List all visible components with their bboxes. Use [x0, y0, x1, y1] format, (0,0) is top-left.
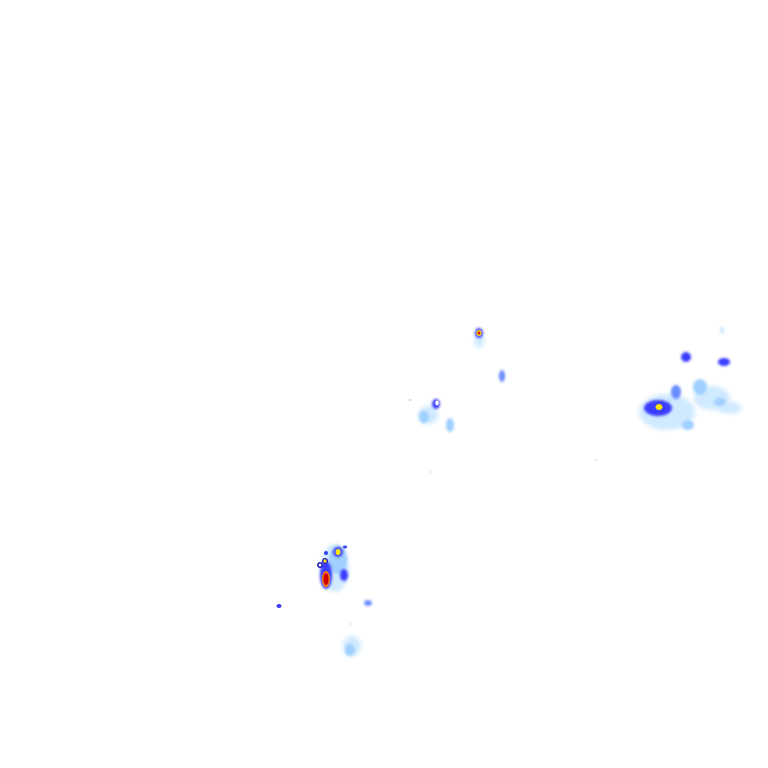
- precip-cell-small: [499, 370, 505, 382]
- precip-very-light: [718, 402, 742, 414]
- precip-moderate: [343, 545, 347, 549]
- precip-dot: [430, 471, 432, 473]
- precip-strong: [435, 400, 439, 406]
- precip-moderate: [681, 352, 691, 362]
- precip-moderate: [718, 358, 730, 366]
- precip-light: [446, 418, 454, 432]
- precip-heavy: [335, 549, 341, 555]
- precip-dot: [409, 399, 411, 401]
- precip-moderate: [324, 551, 328, 555]
- precip-dot: [350, 623, 352, 625]
- precip-light: [693, 379, 707, 395]
- precip-medium: [671, 385, 681, 399]
- precip-light: [682, 420, 694, 430]
- precip-system-east: [594, 326, 742, 462]
- precip-core: [318, 563, 322, 567]
- precip-dot: [594, 458, 598, 462]
- precip-medium: [499, 370, 505, 382]
- precip-very-heavy: [477, 331, 481, 335]
- precip-cell-center: [409, 399, 454, 473]
- precip-moderate: [276, 604, 282, 608]
- precip-heavy: [655, 404, 663, 410]
- precip-very-light: [720, 326, 724, 334]
- precip-light: [419, 411, 429, 423]
- precip-light: [345, 644, 355, 656]
- precip-storm-southwest: [276, 544, 372, 656]
- precip-heavy: [323, 559, 327, 563]
- precip-medium: [364, 600, 372, 606]
- precip-light: [714, 398, 726, 406]
- precip-moderate: [340, 569, 348, 581]
- precip-extreme: [323, 573, 329, 585]
- precip-cell-north: [474, 328, 484, 348]
